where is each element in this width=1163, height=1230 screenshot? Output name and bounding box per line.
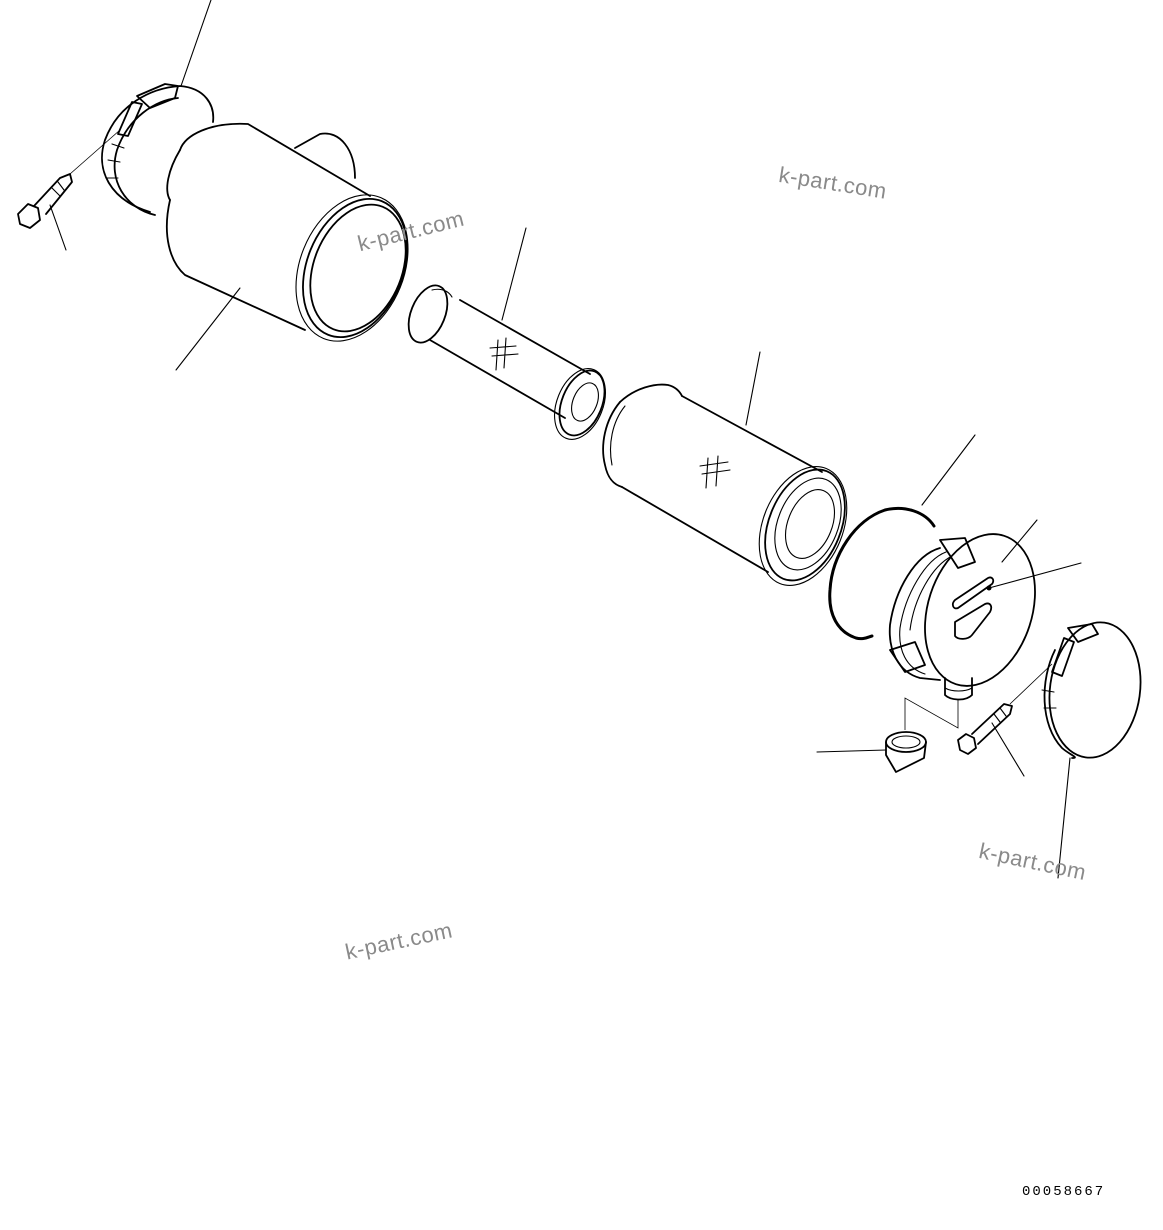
leader-cover xyxy=(1001,519,1038,563)
dust-valve xyxy=(885,697,959,773)
seal-ring xyxy=(828,506,936,641)
leader-seal-ring xyxy=(921,434,976,506)
leader-clamp-left xyxy=(180,0,212,87)
clamp-right xyxy=(1041,621,1142,759)
leader-bolt-left xyxy=(49,204,67,251)
leader-inner-element xyxy=(501,227,527,321)
leader-bolt-right xyxy=(991,722,1025,777)
clamp-left xyxy=(101,83,215,216)
leader-clamp-right xyxy=(1057,757,1071,879)
leader-dust-valve xyxy=(816,749,887,753)
leader-housing xyxy=(175,287,241,371)
leader-cover-plate xyxy=(988,562,1082,589)
plate-dot xyxy=(986,585,992,591)
housing xyxy=(165,122,409,342)
outer-element xyxy=(602,383,848,586)
bolt-left xyxy=(17,129,121,229)
bolt-right xyxy=(957,663,1053,755)
leader-outer-element xyxy=(745,351,761,426)
cover xyxy=(888,533,1036,701)
figure-number: 00058667 xyxy=(1022,1184,1106,1200)
inner-element xyxy=(407,284,606,440)
